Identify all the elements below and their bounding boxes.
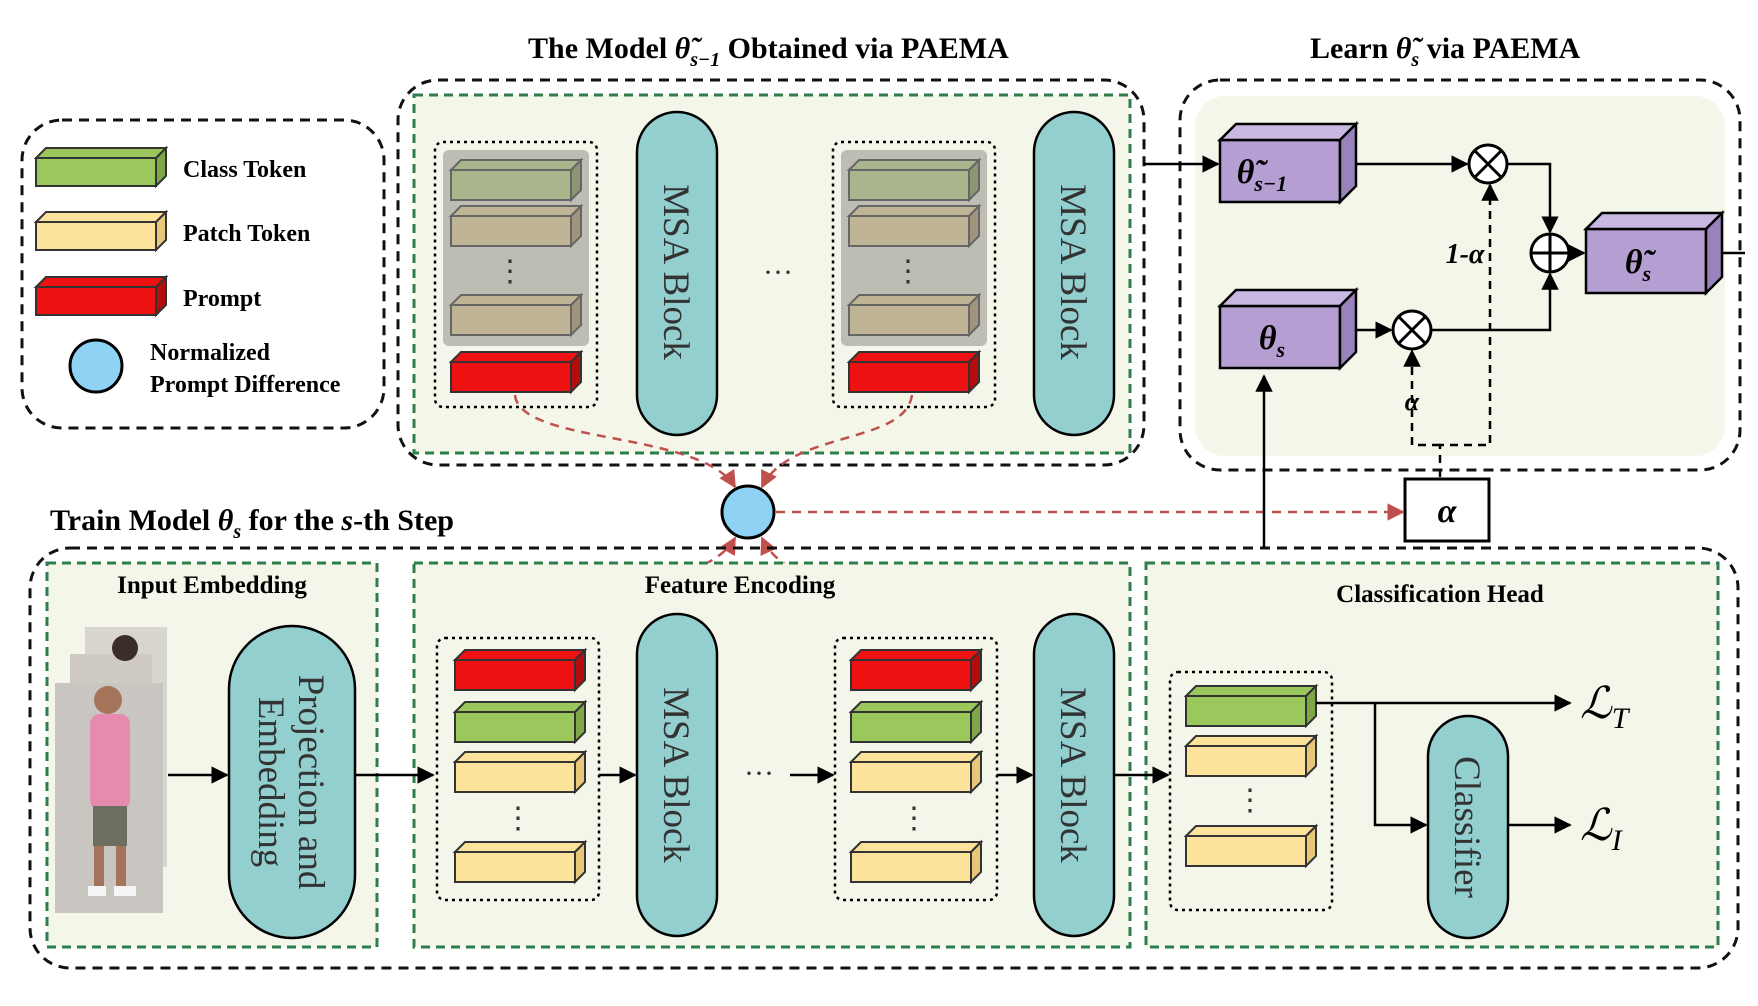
bottom-prompt-token-1	[452, 647, 588, 693]
theta-current-box	[1216, 286, 1360, 372]
head-class-token	[1183, 683, 1319, 729]
bottom-msa-label-2: MSA Block	[1052, 687, 1093, 863]
bottom-class-token-1	[452, 699, 588, 745]
npd-circle	[720, 484, 776, 540]
top-msa-block-2	[1032, 110, 1116, 437]
classifier-block	[1426, 714, 1510, 940]
classification-head-title: Classification Head	[1336, 581, 1544, 608]
top-msa-label-1: MSA Block	[655, 184, 696, 360]
top-token-group-2	[831, 140, 997, 409]
top-prompt-token-1	[448, 349, 584, 395]
bottom-prompt-token-2	[848, 647, 984, 693]
vertical-dots-head: ⋮	[1235, 784, 1265, 817]
frozen-class-token-1	[448, 157, 584, 203]
head-patch-token-b	[1183, 823, 1319, 869]
projection-embedding-block	[227, 624, 357, 940]
loss-id-label: ℒI	[1580, 801, 1624, 857]
loss-triplet-label: ℒT	[1580, 679, 1631, 735]
bottom-class-token-2	[848, 699, 984, 745]
person-image-stack	[55, 627, 167, 913]
bottom-patch-token-1a	[452, 749, 588, 795]
bottom-msa-block-1	[635, 612, 719, 938]
alpha-box-label: α	[1438, 493, 1458, 530]
theta-prev-box	[1216, 120, 1360, 206]
frozen-patch-token-2a	[846, 203, 982, 249]
oplus-sum	[1529, 232, 1571, 274]
bottom-patch-token-2b	[848, 839, 984, 885]
top-horizontal-dots: ···	[763, 256, 793, 289]
head-patch-token-a	[1183, 733, 1319, 779]
arrow-class-token-to-classifier	[1373, 703, 1428, 834]
one-minus-alpha-label: 1-α	[1446, 239, 1485, 270]
legend-npd-circle	[68, 338, 124, 394]
curve-top-prompt1-to-npd	[513, 394, 737, 489]
arrow-otimes-upper-to-sum	[1507, 162, 1559, 234]
train-outer	[28, 546, 1740, 970]
otimes-upper	[1467, 143, 1509, 185]
train-title: Train Model θs for the s-th Step	[50, 504, 454, 543]
vertical-dots-top-2: ⋮	[893, 255, 923, 288]
theta-current-label: θs	[1259, 320, 1285, 362]
head-token-group	[1168, 670, 1334, 912]
vertical-dots-bottom-1: ⋮	[503, 802, 533, 835]
theta-prev-label: θ̃s−1	[1237, 154, 1288, 196]
projection-label-line2: Embedding	[250, 697, 291, 868]
legend-patch-token-label: Patch Token	[183, 221, 310, 247]
arrow-alpha-to-lower	[1403, 349, 1440, 447]
bottom-token-group-2	[833, 636, 999, 902]
legend-npd-line2: Prompt Difference	[150, 372, 341, 398]
legend-npd-line1: Normalized	[150, 340, 271, 366]
arrow-otimes-lower-to-sum	[1431, 272, 1559, 332]
input-embedding-title: Input Embedding	[117, 572, 307, 599]
feature-encoding-title: Feature Encoding	[645, 572, 836, 599]
arrow-alpha-to-upper	[1438, 183, 1499, 477]
frozen-patch-token-2b	[846, 292, 982, 338]
legend-class-token-swatch	[33, 145, 169, 189]
frozen-patch-token-1b	[448, 292, 584, 338]
bottom-patch-token-2a	[848, 749, 984, 795]
theta-ema-box	[1582, 209, 1726, 297]
otimes-lower	[1391, 309, 1433, 351]
bottom-horizontal-dots: ···	[744, 757, 774, 790]
classifier-label: Classifier	[1446, 756, 1487, 898]
legend-prompt-swatch	[33, 274, 169, 318]
top-prompt-token-2	[846, 349, 982, 395]
top-model-title: The Model θ̃s−1 Obtained via PAEMA	[528, 32, 1009, 71]
top-msa-block-1	[635, 110, 719, 437]
bottom-patch-token-1b	[452, 839, 588, 885]
legend-patch-token-swatch	[33, 209, 169, 253]
alpha-small-label: α	[1405, 387, 1420, 416]
bottom-msa-label-1: MSA Block	[655, 687, 696, 863]
frozen-class-token-2	[846, 157, 982, 203]
vertical-dots-bottom-2: ⋮	[899, 802, 929, 835]
top-msa-label-2: MSA Block	[1052, 184, 1093, 360]
vertical-dots-top-1: ⋮	[495, 255, 525, 288]
bottom-token-group-1	[435, 636, 601, 902]
learn-title: Learn θ̃s via PAEMA	[1310, 32, 1581, 71]
alpha-box	[1403, 477, 1491, 543]
curve-top-prompt2-to-npd	[760, 394, 914, 489]
frozen-patch-token-1a	[448, 203, 584, 249]
legend-class-token-label: Class Token	[183, 157, 306, 183]
legend-prompt-label: Prompt	[183, 286, 261, 312]
projection-label-line1: Projection and	[290, 675, 331, 890]
top-token-group-1	[433, 140, 599, 409]
